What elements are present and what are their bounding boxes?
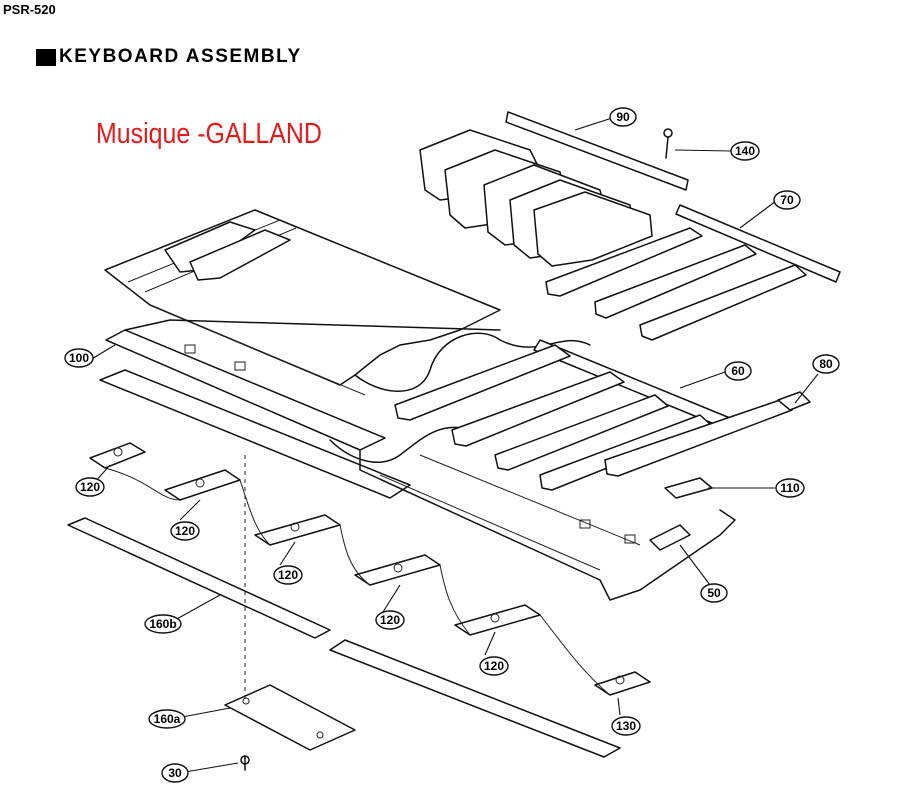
white-key-70-1 [545, 227, 703, 297]
model-number: PSR-520 [3, 2, 56, 17]
svg-text:120: 120 [380, 613, 400, 627]
callout-110: 110 [775, 478, 805, 498]
callout-120-a: 120 [75, 477, 105, 497]
callout-90: 90 [609, 107, 637, 127]
tear-line-2 [329, 426, 471, 463]
svg-text:80: 80 [819, 357, 833, 371]
screw-30 [240, 755, 250, 771]
front-rail-100 [105, 329, 386, 451]
lower-front-rail [99, 369, 411, 499]
svg-text:120: 120 [80, 480, 100, 494]
svg-text:160b: 160b [149, 617, 176, 631]
pcb-2 [164, 469, 241, 501]
white-key-70-2 [594, 244, 757, 319]
screw-140 [663, 128, 673, 159]
black-key-rail [505, 111, 689, 191]
part-110 [664, 477, 713, 499]
svg-text:110: 110 [780, 481, 800, 495]
svg-text:100: 100 [69, 351, 89, 365]
svg-text:120: 120 [175, 524, 195, 538]
callout-130: 130 [611, 716, 641, 736]
svg-text:130: 130 [616, 719, 636, 733]
section-title-text: KEYBOARD ASSEMBLY [59, 46, 302, 67]
callout-160b: 160b [144, 614, 182, 634]
svg-text:160a: 160a [154, 712, 181, 726]
callout-30: 30 [161, 763, 189, 783]
callout-120-e: 120 [479, 656, 509, 676]
callout-120-c: 120 [273, 565, 303, 585]
switch-boards [89, 442, 651, 696]
callout-50: 50 [700, 583, 728, 603]
svg-text:90: 90 [616, 110, 630, 124]
contact-strip-160b-2 [329, 639, 621, 758]
black-key-left-2 [189, 229, 291, 281]
black-keys-group [419, 111, 689, 267]
watermark: Musique -GALLAND [96, 118, 322, 150]
single-key-80 [604, 391, 811, 477]
white-key-rail-70 [675, 204, 841, 283]
callout-100: 100 [64, 348, 94, 368]
key-frame [99, 319, 736, 601]
callout-120-b: 120 [170, 521, 200, 541]
callout-140: 140 [730, 141, 760, 161]
white-key-set-70 [545, 204, 841, 341]
contact-strips [67, 517, 621, 758]
section-title: KEYBOARD ASSEMBLY [36, 46, 302, 68]
black-key-5 [533, 191, 653, 267]
roller-part [649, 524, 691, 551]
white-key-set-60 [394, 339, 731, 491]
callout-80: 80 [812, 354, 840, 374]
white-key-60-1 [394, 344, 571, 421]
callout-70: 70 [773, 190, 801, 210]
key-clip-80 [777, 391, 811, 411]
title-square-bullet [36, 48, 56, 66]
callout-60: 60 [724, 361, 752, 381]
svg-text:60: 60 [731, 364, 745, 378]
contact-strip-160b-1 [67, 517, 331, 639]
white-key-80 [604, 399, 793, 477]
callout-120-d: 120 [375, 610, 405, 630]
svg-text:140: 140 [735, 144, 755, 158]
white-key-70-3 [639, 264, 807, 341]
bottom-plate-160a [224, 684, 356, 751]
svg-text:120: 120 [278, 568, 298, 582]
svg-text:50: 50 [707, 586, 721, 600]
keyboard-section-left [104, 209, 501, 396]
svg-text:70: 70 [780, 193, 794, 207]
svg-text:120: 120 [484, 659, 504, 673]
pcb-5 [454, 604, 541, 636]
pcb-4 [354, 554, 441, 586]
white-key-60-2 [451, 371, 625, 447]
leader-lines [89, 117, 819, 773]
callout-160a: 160a [148, 709, 186, 729]
white-key-60-3 [494, 394, 669, 471]
svg-text:30: 30 [168, 766, 182, 780]
